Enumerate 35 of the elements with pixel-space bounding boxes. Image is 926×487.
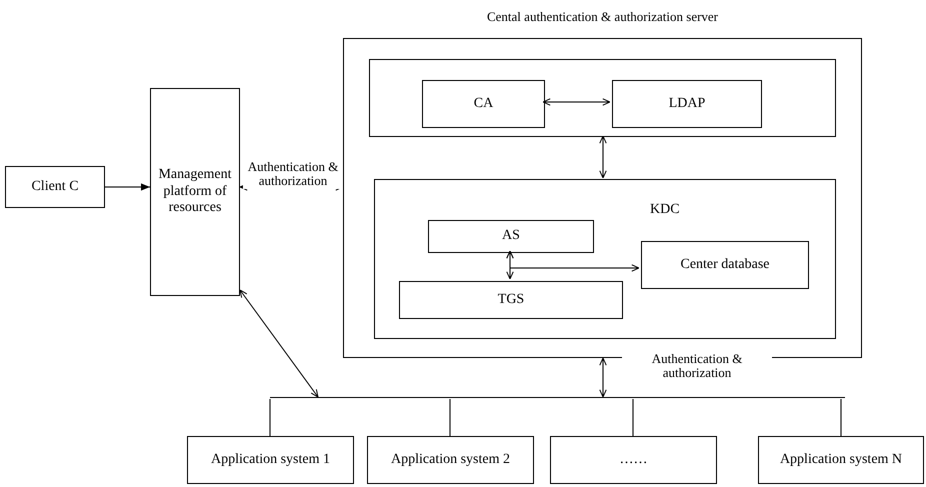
process-box [550, 436, 717, 484]
process-box [641, 241, 809, 289]
box-label: Application system 2 [391, 452, 510, 468]
box-label: CA [474, 96, 494, 112]
process-box [5, 166, 105, 208]
box-label: AS [502, 228, 520, 245]
box-label: Application system 1 [211, 452, 330, 468]
arrow [240, 290, 318, 398]
box-label: LDAP [668, 96, 706, 112]
group-title: KDC [650, 202, 680, 219]
process-box [187, 436, 354, 484]
bus-line [270, 397, 845, 399]
group-box [369, 59, 836, 137]
process-box [367, 436, 534, 484]
connector-line [632, 398, 634, 436]
arrow [599, 136, 607, 178]
box-label: Client C [31, 178, 79, 196]
arrow [104, 183, 150, 191]
process-box [399, 281, 623, 319]
group-box [374, 179, 836, 339]
box-label: …… [620, 452, 648, 468]
box-label: Center database [680, 256, 770, 274]
box-label: TGS [498, 292, 524, 308]
process-box [428, 220, 594, 253]
process-box [422, 80, 545, 128]
arrow [506, 250, 640, 272]
connector-line [840, 398, 842, 436]
box-label: Application system N [780, 452, 902, 468]
process-box [612, 80, 762, 128]
arrow [599, 358, 607, 398]
process-box [150, 88, 240, 296]
box-label: Management platform of resources [157, 166, 233, 218]
server-title: Cental authentication & authorization server [486, 9, 720, 25]
arrow [542, 98, 610, 106]
process-box [758, 436, 924, 484]
